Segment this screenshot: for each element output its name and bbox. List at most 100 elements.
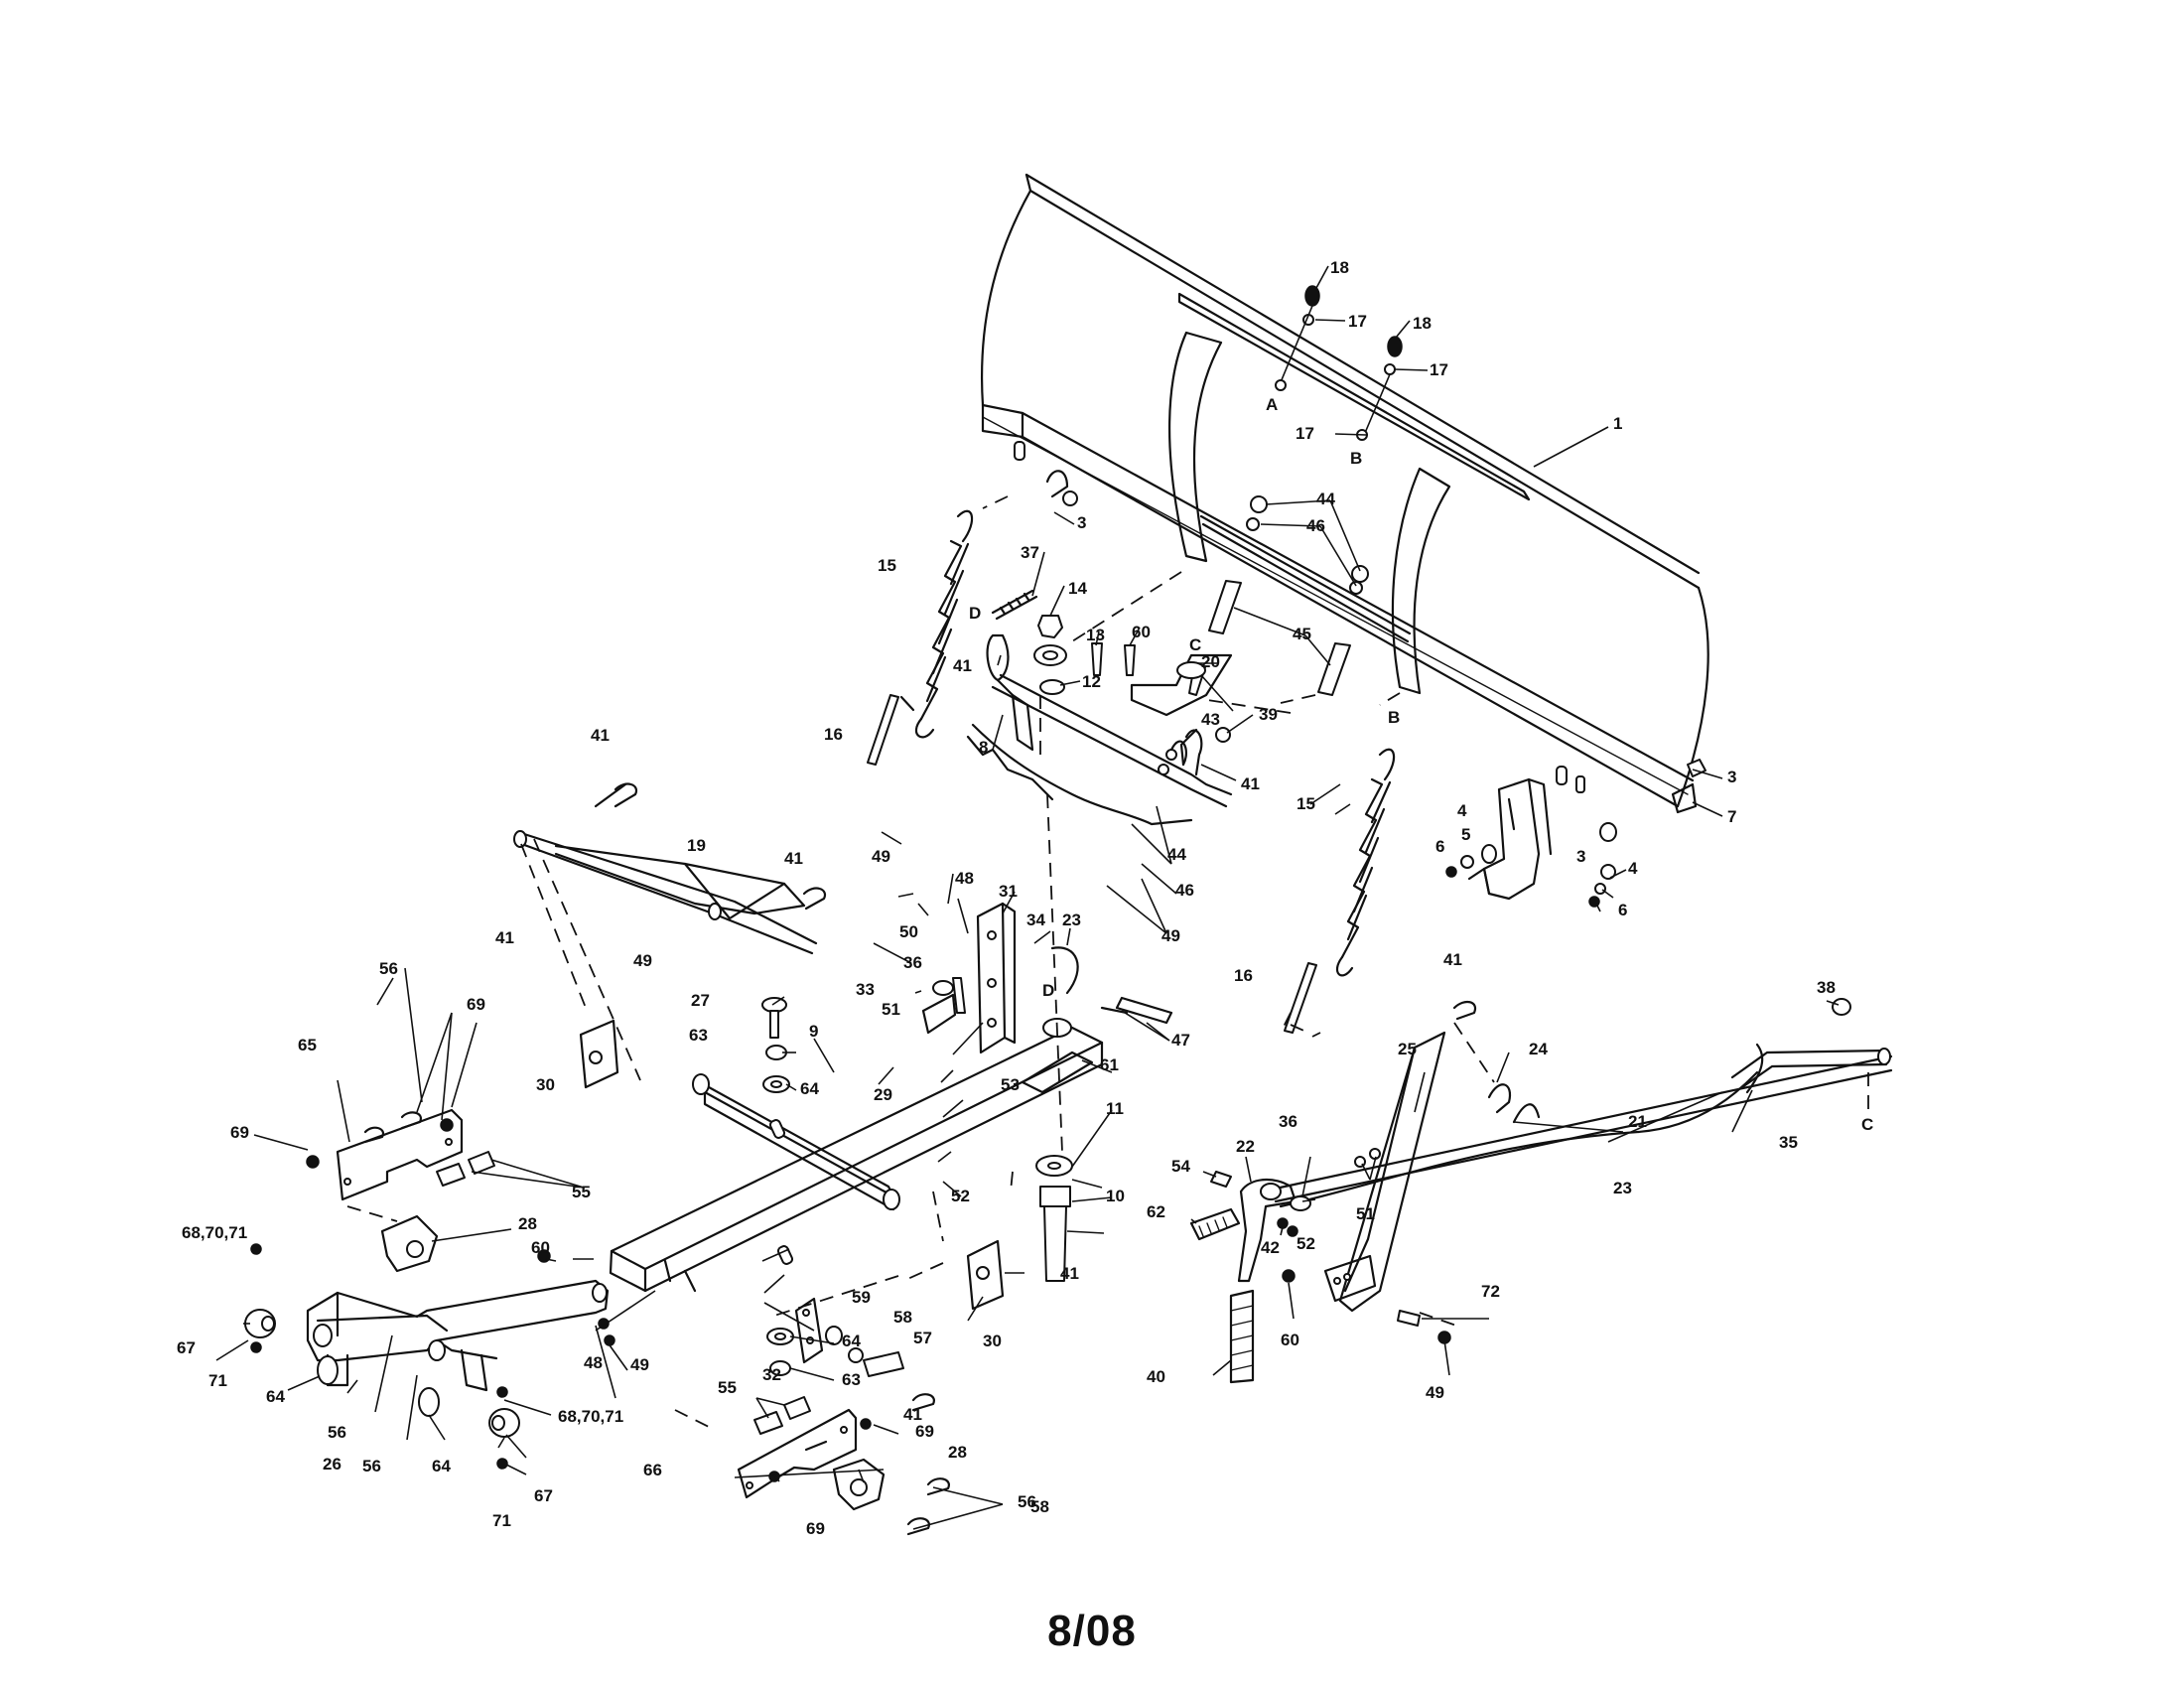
- callout-71: 71: [208, 1371, 227, 1390]
- callout-A: A: [1266, 395, 1278, 414]
- spring-left: [867, 509, 974, 766]
- callout-64: 64: [800, 1079, 819, 1098]
- callout-25: 25: [1398, 1040, 1417, 1058]
- callout-41: 41: [953, 656, 972, 675]
- side-bracket: [1045, 470, 1706, 908]
- pin-37: [991, 589, 1038, 621]
- pins-55-lower: [753, 1396, 811, 1435]
- callout-17: 17: [1430, 360, 1448, 379]
- callout-3: 3: [1727, 768, 1736, 786]
- callout-66: 66: [643, 1461, 662, 1479]
- callout-68-70-71: 68,70,71: [182, 1223, 247, 1242]
- blade-bolts: [1208, 285, 1403, 696]
- callout-7: 7: [1727, 807, 1736, 826]
- callout-69: 69: [230, 1123, 249, 1142]
- callout-B: B: [1388, 708, 1400, 727]
- cable-23: [1279, 1043, 1764, 1208]
- callout-13: 13: [1086, 626, 1105, 644]
- callout-11: 11: [1106, 1099, 1124, 1118]
- callout-C: C: [1861, 1115, 1873, 1134]
- callout-46: 46: [1175, 881, 1194, 900]
- callout-44: 44: [1316, 490, 1335, 508]
- bracket-30-right: [966, 1239, 1005, 1311]
- callout-40: 40: [1147, 1367, 1165, 1386]
- callout-67: 67: [534, 1486, 553, 1505]
- spring-right: [1284, 748, 1396, 1034]
- callout-49: 49: [630, 1355, 649, 1374]
- callout-63: 63: [689, 1026, 708, 1045]
- callout-12: 12: [1082, 672, 1101, 691]
- callout-41: 41: [784, 849, 803, 868]
- callout-41: 41: [903, 1405, 922, 1424]
- pivot-assembly: [966, 615, 1233, 826]
- callout-51: 51: [882, 1000, 900, 1019]
- callout-6: 6: [1618, 901, 1627, 919]
- callout-17: 17: [1296, 424, 1314, 443]
- callout-34: 34: [1026, 911, 1045, 929]
- callout-26: 26: [323, 1455, 341, 1474]
- callout-19: 19: [687, 836, 706, 855]
- callout-49: 49: [1426, 1383, 1444, 1402]
- callout-56: 56: [1018, 1492, 1036, 1511]
- callout-62: 62: [1147, 1202, 1165, 1221]
- callout-10: 10: [1106, 1187, 1125, 1205]
- leader-lines: [215, 265, 1840, 1530]
- callout-71: 71: [492, 1511, 511, 1530]
- callout-28: 28: [948, 1443, 967, 1462]
- callout-55: 55: [572, 1183, 591, 1201]
- callout-38: 38: [1817, 978, 1836, 997]
- callout-68-70-71: 68,70,71: [558, 1407, 623, 1426]
- callout-23: 23: [1062, 911, 1081, 929]
- grip-40: [1229, 1289, 1255, 1384]
- callout-16: 16: [824, 725, 843, 744]
- callout-29: 29: [874, 1085, 892, 1104]
- callout-5: 5: [1461, 825, 1470, 844]
- callout-22: 22: [1236, 1137, 1255, 1156]
- callout-30: 30: [536, 1075, 555, 1094]
- callout-52: 52: [1297, 1234, 1315, 1253]
- callout-4: 4: [1457, 801, 1467, 820]
- plate-28-left: [380, 1214, 439, 1273]
- callout-57: 57: [913, 1329, 932, 1347]
- callout-54: 54: [1171, 1157, 1190, 1176]
- callout-8: 8: [979, 738, 988, 757]
- callout-41: 41: [1241, 774, 1260, 793]
- callout-64: 64: [432, 1457, 451, 1475]
- callout-45: 45: [1293, 625, 1311, 643]
- clips-56-left: [363, 1111, 423, 1144]
- callout-14: 14: [1068, 579, 1087, 598]
- callout-47: 47: [1171, 1031, 1190, 1050]
- callout-37: 37: [1021, 543, 1039, 562]
- callout-49: 49: [872, 847, 890, 866]
- callout-41: 41: [495, 928, 514, 947]
- callout-9: 9: [809, 1022, 818, 1041]
- callout-3: 3: [1576, 847, 1585, 866]
- callout-51: 51: [1356, 1204, 1375, 1223]
- callout-D: D: [1042, 981, 1054, 1000]
- callout-27: 27: [691, 991, 710, 1010]
- callout-15: 15: [1297, 794, 1315, 813]
- callout-35: 35: [1779, 1133, 1798, 1152]
- callout-67: 67: [177, 1338, 196, 1357]
- callout-labels: 1 3 3 3 4 4 5 6 6 7 8 9 10 11 12 13 14 1…: [177, 258, 1873, 1538]
- callout-56: 56: [379, 959, 398, 978]
- plate-28-right: [832, 1458, 886, 1511]
- callout-32: 32: [762, 1365, 781, 1384]
- pins-55-left: [436, 1151, 495, 1187]
- callout-33: 33: [856, 980, 875, 999]
- callout-56: 56: [328, 1423, 346, 1442]
- callout-44: 44: [1167, 845, 1186, 864]
- callout-49: 49: [1161, 926, 1180, 945]
- callout-D: D: [969, 604, 981, 623]
- callout-15: 15: [878, 556, 896, 575]
- callout-36: 36: [903, 953, 922, 972]
- lift-rod-21: [1269, 1048, 1893, 1203]
- date-code: 8/08: [1047, 1607, 1137, 1655]
- push-tube-19: [513, 782, 827, 955]
- callout-30: 30: [983, 1332, 1002, 1350]
- callout-72: 72: [1481, 1282, 1500, 1301]
- callout-24: 24: [1529, 1040, 1548, 1058]
- callout-36: 36: [1279, 1112, 1297, 1131]
- callout-21: 21: [1628, 1112, 1647, 1131]
- callout-41: 41: [591, 726, 610, 745]
